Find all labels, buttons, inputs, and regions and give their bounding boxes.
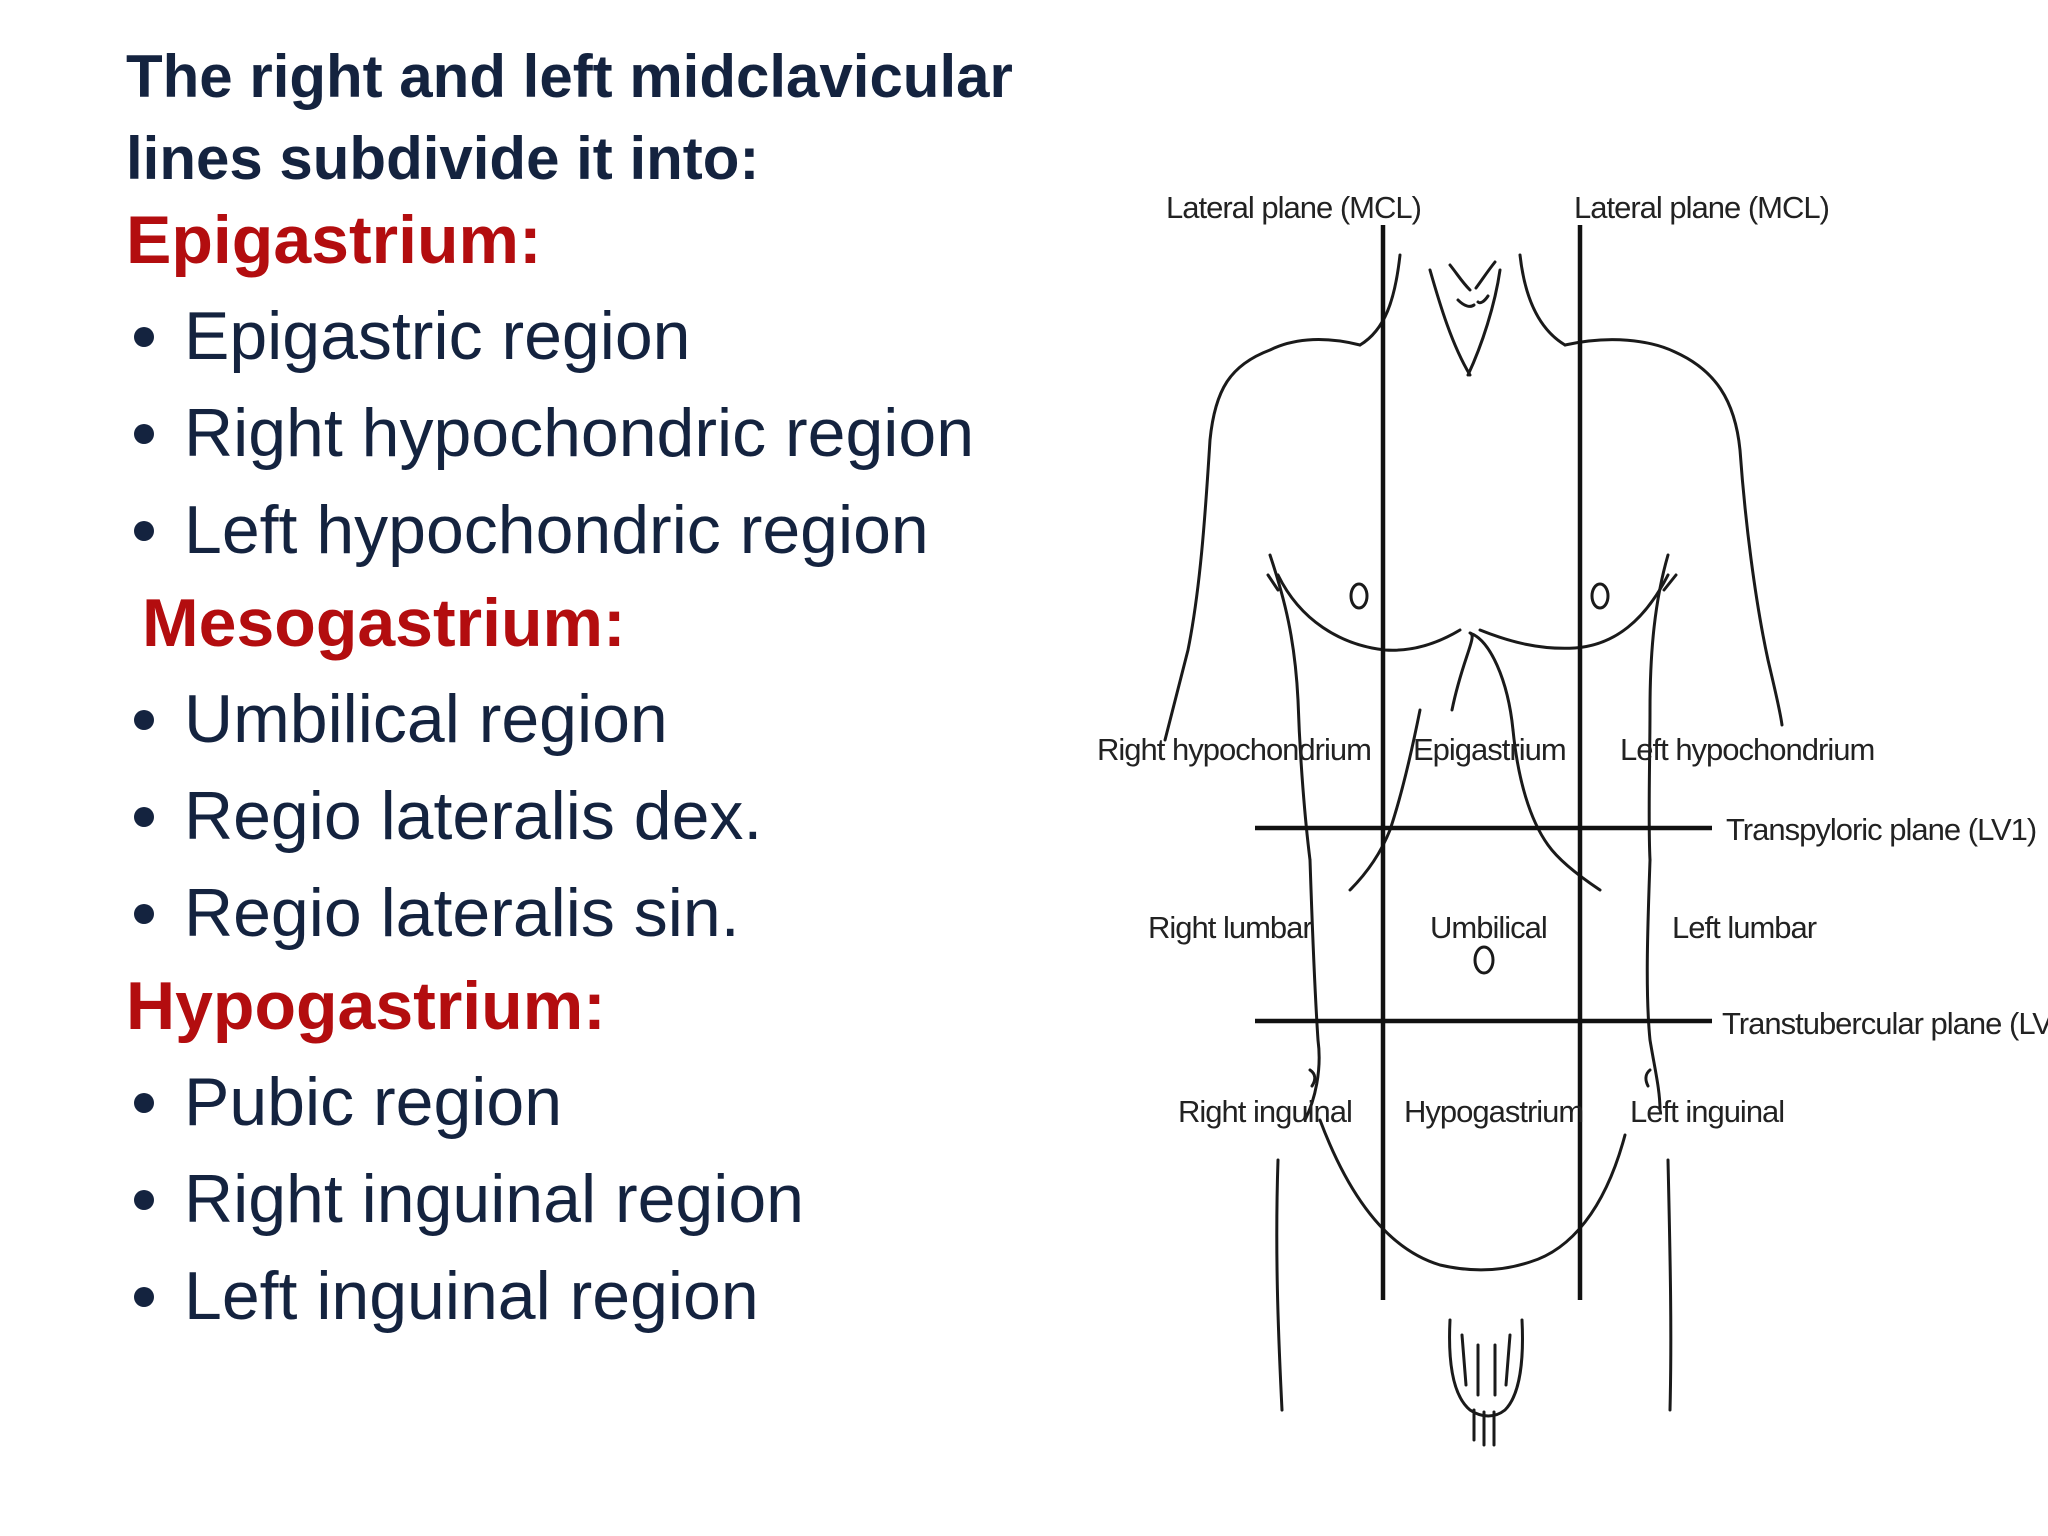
lateral-plane-right-label: Lateral plane (MCL) (1574, 190, 1829, 225)
lateral-plane-left-label: Lateral plane (MCL) (1166, 190, 1421, 225)
left-lumbar-label: Left lumbar (1672, 910, 1817, 945)
epigastrium-list: Epigastric region Right hypochondric reg… (126, 288, 1086, 579)
list-item: Left inguinal region (126, 1248, 1086, 1345)
section-heading-epigastrium: Epigastrium: (126, 202, 542, 278)
list-item: Right hypochondric region (126, 385, 1086, 482)
mesogastrium-list: Umbilical region Regio lateralis dex. Re… (126, 671, 1086, 962)
list-item: Left hypochondric region (126, 482, 1086, 579)
list-item: Right inguinal region (126, 1151, 1086, 1248)
right-lumbar-label: Right lumbar (1148, 910, 1312, 945)
intro-line-2: lines subdivide it into: (126, 125, 760, 192)
hypogastrium-list: Pubic region Right inguinal region Left … (126, 1054, 1086, 1345)
text-column: The right and left midclavicular lines s… (126, 36, 1086, 1349)
torso-outline (1163, 253, 1784, 1447)
list-item: Regio lateralis sin. (126, 865, 1086, 962)
list-item: Pubic region (126, 1054, 1086, 1151)
transpyloric-plane-label: Transpyloric plane (LV1) (1726, 812, 2036, 847)
list-item: Regio lateralis dex. (126, 768, 1086, 865)
list-item: Umbilical region (126, 671, 1086, 768)
list-item: Epigastric region (126, 288, 1086, 385)
anatomical-planes (1255, 225, 1712, 1300)
hypogastrium-label: Hypogastrium (1404, 1094, 1583, 1129)
right-inguinal-label: Right inguinal (1178, 1094, 1352, 1129)
section-heading-mesogastrium: Mesogastrium: (142, 585, 626, 661)
umbilical-label: Umbilical (1430, 910, 1547, 945)
section-heading-hypogastrium: Hypogastrium: (126, 968, 606, 1044)
intro-line-1: The right and left midclavicular (126, 43, 1013, 110)
torso-illustration: Lateral plane (MCL) Lateral plane (MCL) … (1097, 190, 2048, 1447)
epigastrium-label: Epigastrium (1413, 732, 1566, 767)
right-hypochondrium-label: Right hypochondrium (1097, 732, 1371, 767)
left-inguinal-label: Left inguinal (1630, 1094, 1784, 1129)
abdominal-regions-diagram: Lateral plane (MCL) Lateral plane (MCL) … (1080, 160, 2048, 1460)
transtubercular-plane-label: Transtubercular plane (LV5) (1722, 1006, 2048, 1041)
region-labels: Lateral plane (MCL) Lateral plane (MCL) … (1097, 190, 2048, 1129)
left-hypochondrium-label: Left hypochondrium (1620, 732, 1874, 767)
